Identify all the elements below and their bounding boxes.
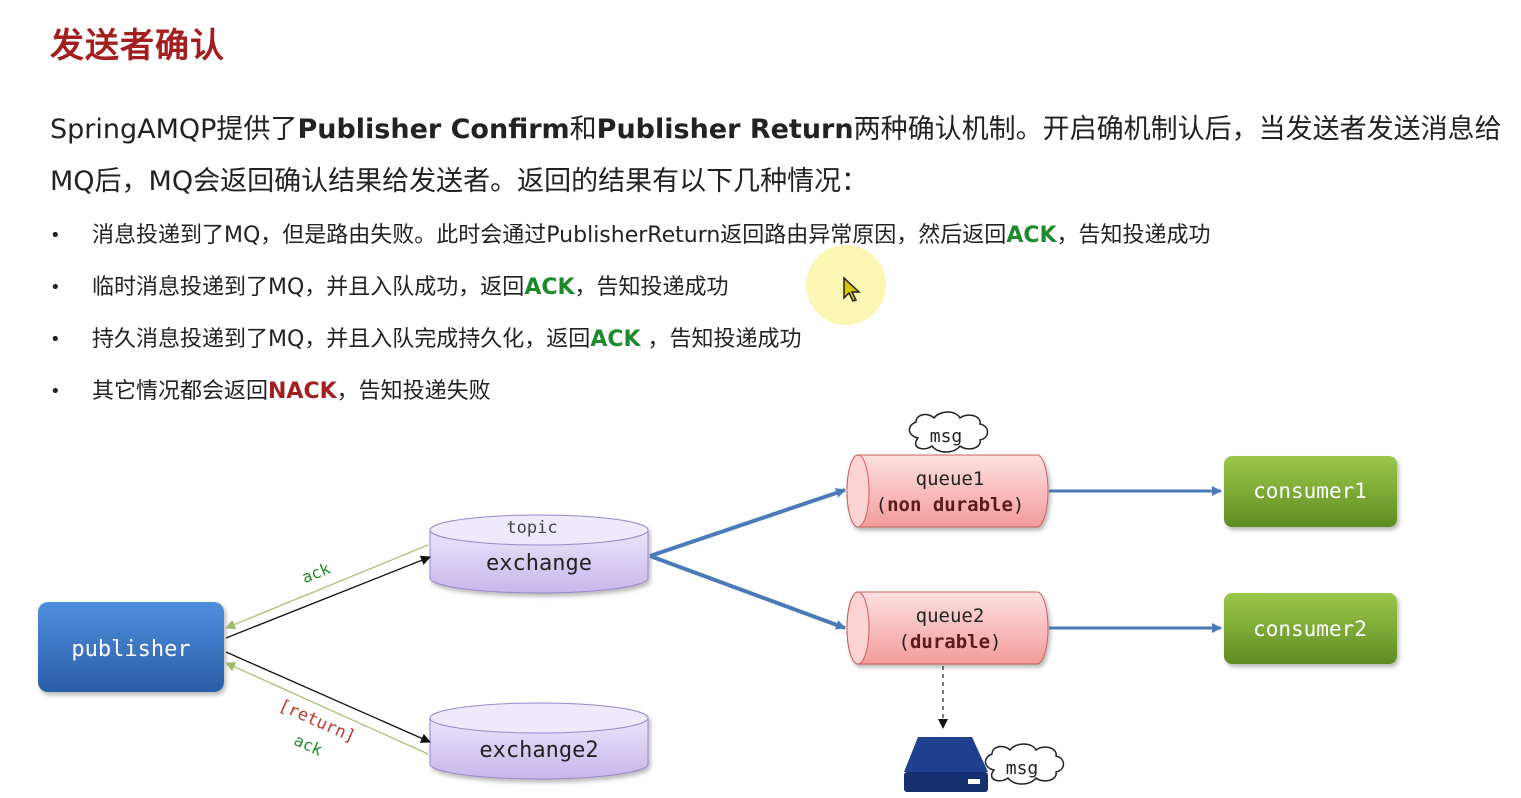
queue1-cylinder-end bbox=[846, 454, 870, 528]
publisher-node: publisher bbox=[38, 602, 224, 692]
disk-icon bbox=[904, 737, 988, 792]
bullet-text: 临时消息投递到了MQ，并且入队成功，返回 bbox=[92, 275, 525, 300]
intro-text-3: 两种确认机制。开启确机制认后，当发送者发送消息给MQ后，MQ会返回确认结果给发送… bbox=[50, 114, 1502, 197]
msg-disk-label: msg bbox=[1006, 758, 1039, 779]
queue1-label: queue1 bbox=[916, 468, 985, 490]
ack-top-label: ack bbox=[299, 559, 333, 588]
publisher-label: publisher bbox=[71, 637, 190, 662]
ack-label: ACK bbox=[524, 275, 575, 300]
nack-label: NACK bbox=[268, 379, 337, 404]
exchange-type-label: topic bbox=[506, 518, 557, 538]
ack-label: ACK bbox=[1006, 223, 1057, 248]
result-list: • 消息投递到了MQ，但是路由失败。此时会通过PublisherReturn返回路… bbox=[50, 214, 1211, 422]
queue1-durability-value: non durable bbox=[887, 494, 1013, 516]
exchange-cylinder-top bbox=[429, 514, 649, 546]
intro-text-1: SpringAMQP提供了 bbox=[50, 114, 298, 145]
intro-paragraph: SpringAMQP提供了Publisher Confirm和Publisher… bbox=[50, 104, 1510, 208]
queue1-cylinder-body bbox=[846, 454, 1049, 528]
bullet-text-end: ，告知投递成功 bbox=[1056, 223, 1211, 248]
intro-text-2: 和 bbox=[569, 114, 597, 145]
exchange2-label: exchange2 bbox=[479, 738, 598, 763]
bullet-dot: • bbox=[50, 225, 61, 246]
page-title: 发送者确认 bbox=[50, 26, 225, 66]
queue2-label: queue2 bbox=[916, 605, 985, 627]
bullet-dot: • bbox=[50, 329, 61, 350]
queue1-durability: (non durable) bbox=[876, 494, 1025, 516]
queue2-cylinder-body bbox=[846, 591, 1049, 665]
bullet-text-end: ，告知投递失败 bbox=[336, 379, 491, 404]
consumer1-box bbox=[1224, 456, 1397, 527]
queue2-durability: (durable) bbox=[899, 631, 1002, 653]
exchange-label: exchange bbox=[486, 551, 592, 576]
ack-label: ACK bbox=[590, 327, 641, 352]
exchange-cylinder-body bbox=[429, 530, 649, 594]
consumer2-label: consumer2 bbox=[1253, 617, 1367, 641]
paren-close: ) bbox=[990, 631, 1001, 653]
consumer1-label: consumer1 bbox=[1253, 479, 1367, 503]
list-item: • 持久消息投递到了MQ，并且入队完成持久化，返回ACK ，告知投递成功 bbox=[50, 318, 1211, 370]
bullet-dot: • bbox=[50, 277, 61, 298]
msg-top-label: msg bbox=[930, 426, 963, 447]
exchange-to-queue2-arrow bbox=[649, 554, 846, 630]
ack-bottom-label: ack bbox=[291, 730, 325, 759]
publisher-to-exchange2-arrow bbox=[225, 651, 431, 743]
exchange-node bbox=[429, 514, 649, 594]
queue2-cylinder-end bbox=[846, 591, 870, 665]
list-item: • 临时消息投递到了MQ，并且入队成功，返回ACK，告知投递成功 bbox=[50, 266, 1211, 318]
exchange2-cylinder-body bbox=[429, 718, 649, 780]
exchange2-return-ack-arrow bbox=[225, 662, 429, 755]
exchange2-cylinder-top bbox=[429, 702, 649, 734]
consumer1-node: consumer1 bbox=[1224, 456, 1397, 527]
exchange-to-queue1-arrow bbox=[649, 488, 846, 558]
msg-cloud-bottom: msg bbox=[984, 743, 1065, 785]
exchange-ack-arrow bbox=[225, 544, 429, 630]
bullet-text-end: ，告知投递成功 bbox=[574, 275, 729, 300]
paren-open: ( bbox=[876, 494, 887, 516]
consumer2-box bbox=[1224, 593, 1397, 664]
queue2-node bbox=[846, 591, 1049, 665]
intro-bold-publisher-confirm: Publisher Confirm bbox=[297, 114, 570, 145]
bullet-text: 消息投递到了MQ，但是路由失败。此时会通过PublisherReturn返回路由… bbox=[92, 223, 1007, 248]
paren-close: ) bbox=[1013, 494, 1024, 516]
consumer2-node: consumer2 bbox=[1224, 593, 1397, 664]
publisher-box bbox=[38, 602, 224, 692]
paren-open: ( bbox=[899, 631, 910, 653]
bullet-text: 持久消息投递到了MQ，并且入队完成持久化，返回 bbox=[92, 327, 591, 352]
bullet-text-end: ，告知投递成功 bbox=[640, 327, 802, 352]
exchange2-node bbox=[429, 702, 649, 780]
list-item: • 消息投递到了MQ，但是路由失败。此时会通过PublisherReturn返回路… bbox=[50, 214, 1211, 266]
msg-cloud-top: msg bbox=[908, 411, 989, 453]
bullet-dot: • bbox=[50, 381, 61, 402]
queue2-durability-value: durable bbox=[910, 631, 990, 653]
publisher-to-exchange-arrow bbox=[225, 555, 431, 639]
intro-bold-publisher-return: Publisher Return bbox=[596, 114, 854, 145]
bullet-text: 其它情况都会返回 bbox=[92, 379, 269, 404]
list-item: • 其它情况都会返回NACK，告知投递失败 bbox=[50, 370, 1211, 422]
mouse-pointer-icon bbox=[843, 276, 861, 302]
queue1-node bbox=[846, 454, 1049, 528]
